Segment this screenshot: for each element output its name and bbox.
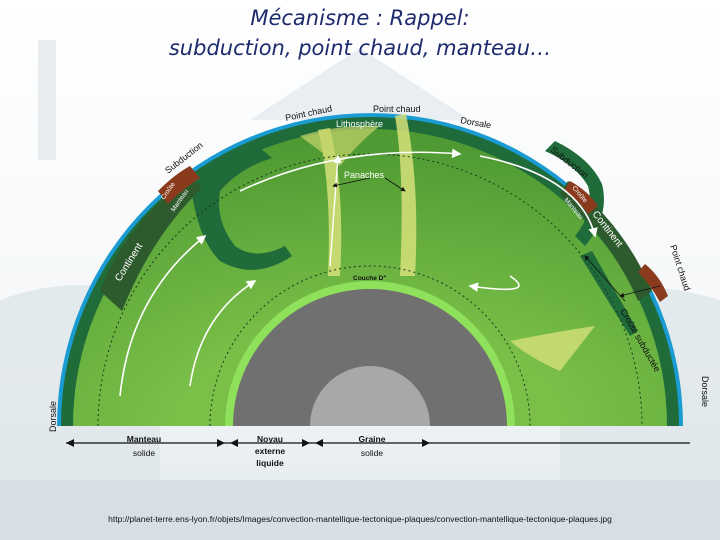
stamp-seal	[38, 40, 56, 160]
plume-center	[395, 114, 417, 276]
continent-left	[100, 176, 202, 311]
bottom-label-noyau-sub2: liquide	[256, 458, 284, 468]
label-couche-d: Couche D"	[353, 275, 386, 282]
scale-arrow-mid-right	[302, 439, 310, 447]
bottom-label-manteau: Manteau	[127, 434, 161, 444]
croute-pointer	[584, 255, 626, 302]
label-point-chaud-right: Point chaud	[668, 244, 692, 292]
mantle-layer	[73, 129, 667, 426]
hotspot-pointer	[619, 285, 661, 298]
scale-arrow-mid-right2	[315, 439, 323, 447]
scale-arrow-mid-left	[217, 439, 225, 447]
label-dorsale-right: Dorsale	[700, 376, 710, 407]
subducting-slab-left	[190, 148, 292, 270]
panaches-pointer-2	[384, 177, 406, 192]
scale-arrow-mid-left2	[230, 439, 238, 447]
dotted-boundary-lower	[209, 265, 531, 427]
bottom-label-graine-sub: solide	[361, 448, 383, 458]
plume-left	[318, 128, 342, 276]
bottom-label-noyau: Noyau	[257, 434, 283, 444]
convection-arrow-inner-right	[468, 275, 520, 292]
convection-arrow-top	[239, 148, 462, 192]
label-lithosphere: Lithosphère	[336, 119, 383, 129]
slide-title-line1: Mécanisme : Rappel:	[250, 6, 470, 30]
scale-arrow-left-end	[66, 439, 74, 447]
scale-arrow-right-end	[422, 439, 430, 447]
convection-arrow-plume	[329, 154, 342, 267]
label-panaches: Panaches	[344, 170, 385, 180]
bottom-label-graine: Graine	[359, 434, 386, 444]
continent-right-crust	[564, 181, 598, 214]
bottom-label-manteau-sub: solide	[133, 448, 155, 458]
slide-title-line2: subduction, point chaud, manteau…	[168, 36, 552, 60]
convection-arrow-inner-left	[189, 280, 257, 387]
convection-arrow-left	[119, 235, 207, 397]
source-url: http://planet-terre.ens-lyon.fr/objets/I…	[108, 514, 612, 524]
earth-cross-section-diagram: Point chaud Point chaud Lithosphère Dors…	[48, 103, 710, 468]
continent-left-crust	[158, 166, 200, 204]
panaches-pointer-1	[332, 177, 371, 188]
inner-core-boundary	[233, 289, 507, 426]
plume-top-spread	[300, 125, 380, 166]
inner-core	[310, 366, 430, 426]
dotted-boundary-upper	[97, 153, 643, 427]
convection-arrow-right	[479, 155, 598, 238]
label-point-chaud-top: Point chaud	[373, 104, 421, 114]
hotspot-right-crust	[638, 264, 668, 302]
bottom-label-noyau-sub1: externe	[255, 446, 286, 456]
label-dorsale-left: Dorsale	[48, 401, 58, 432]
plume-right	[510, 326, 595, 371]
